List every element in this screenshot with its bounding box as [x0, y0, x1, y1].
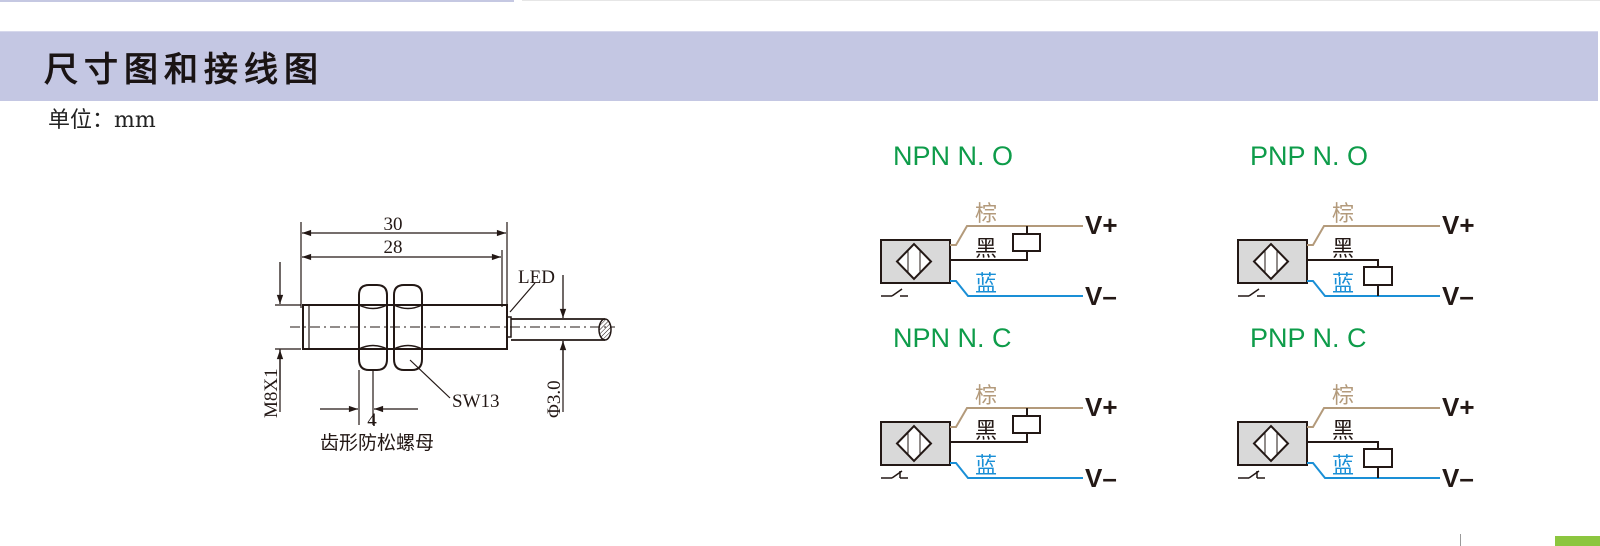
wiring-diagram-pnp-nc: PNP N. C 棕 黑 蓝 V+ V– — [1237, 323, 1475, 493]
wiring-diagram-title: PNP N. C — [1250, 323, 1367, 353]
wiring-diagram-title: NPN N. C — [893, 323, 1012, 353]
switch-symbol-icon — [1238, 288, 1265, 297]
brown-wire — [950, 225, 1083, 246]
top-rule-left — [0, 0, 514, 2]
sw13-label: SW13 — [452, 391, 500, 412]
brown-wire — [1307, 225, 1440, 246]
m8x1-label: M8X1 — [261, 368, 282, 418]
blue-wire-label: 蓝 — [975, 454, 997, 479]
wiring-diagram-title: PNP N. O — [1250, 141, 1368, 171]
page-corner-accent — [1555, 536, 1600, 546]
blue-wire-label: 蓝 — [975, 272, 997, 297]
blue-wire — [1307, 462, 1440, 479]
brown-wire-label: 棕 — [975, 202, 997, 227]
led-label: LED — [518, 267, 555, 288]
blue-wire — [950, 462, 1083, 479]
black-wire-label: 黑 — [975, 237, 997, 262]
switch-symbol-icon — [881, 288, 908, 297]
section-header-band: 尺寸图和接线图 — [0, 31, 1598, 101]
v-plus-label: V+ — [1085, 210, 1118, 240]
load-relay-icon — [1012, 233, 1041, 252]
wiring-diagram-pnp-no: PNP N. O 棕 黑 蓝 V+ V– — [1237, 141, 1475, 311]
load-relay-icon — [1012, 415, 1041, 434]
sw13-leader — [409, 359, 451, 399]
blue-wire — [950, 280, 1083, 297]
brown-wire — [950, 407, 1083, 428]
v-plus-label: V+ — [1442, 392, 1475, 422]
brown-wire-label: 棕 — [1332, 202, 1354, 227]
cable-diameter-label: Φ3.0 — [544, 380, 565, 418]
v-plus-label: V+ — [1442, 210, 1475, 240]
blue-wire-label: 蓝 — [1332, 272, 1354, 297]
brown-wire-label: 棕 — [1332, 384, 1354, 409]
dim-30-label: 30 — [384, 214, 403, 235]
black-wire-label: 黑 — [975, 419, 997, 444]
nut-1-top — [358, 284, 388, 305]
led-leader — [509, 282, 536, 313]
v-minus-label: V– — [1442, 281, 1474, 311]
sensor-diamond-icon — [895, 242, 933, 281]
blue-wire — [1307, 280, 1440, 297]
sensor-diamond-icon — [1252, 242, 1290, 281]
nut-2-top — [393, 284, 423, 305]
dim-28-label: 28 — [384, 237, 403, 258]
nut-caption: 齿形防松螺母 — [320, 432, 434, 454]
unit-label: 单位：mm — [48, 108, 156, 133]
section-title: 尺寸图和接线图 — [44, 50, 324, 90]
page-tick-mark — [1460, 534, 1461, 546]
dim-4-label: 4 — [367, 410, 377, 431]
load-relay-icon — [1363, 266, 1393, 286]
brown-wire-label: 棕 — [975, 384, 997, 409]
v-plus-label: V+ — [1085, 392, 1118, 422]
v-minus-label: V– — [1085, 281, 1117, 311]
switch-symbol-icon — [881, 470, 908, 479]
black-wire-label: 黑 — [1332, 419, 1354, 444]
load-relay-icon — [1363, 448, 1393, 468]
sensor-diamond-icon — [1252, 424, 1290, 463]
v-minus-label: V– — [1442, 463, 1474, 493]
v-minus-label: V– — [1085, 463, 1117, 493]
brown-wire — [1307, 407, 1440, 428]
switch-symbol-icon — [1238, 470, 1265, 479]
wiring-diagram-npn-no: NPN N. O 棕 黑 蓝 V+ V– — [880, 141, 1118, 311]
wiring-diagram-npn-nc: NPN N. C 棕 黑 蓝 V+ V– — [880, 323, 1118, 493]
top-rule-right — [522, 0, 1600, 1]
cable-end — [598, 318, 612, 341]
wiring-diagram-title: NPN N. O — [893, 141, 1013, 171]
black-wire-label: 黑 — [1332, 237, 1354, 262]
blue-wire-label: 蓝 — [1332, 454, 1354, 479]
sensor-diamond-icon — [895, 424, 933, 463]
